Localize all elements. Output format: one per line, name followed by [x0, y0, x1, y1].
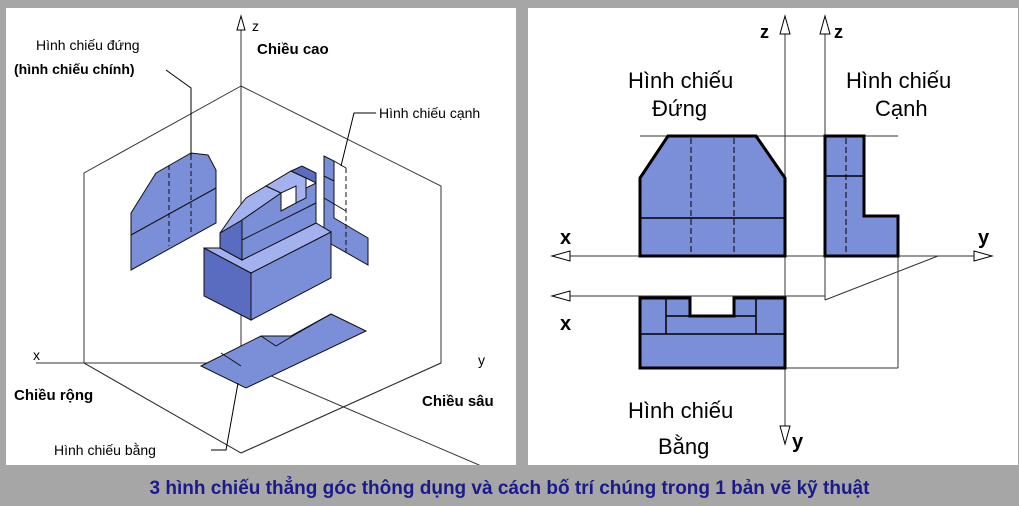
x-arrow-icon — [550, 250, 571, 262]
z-arrow-icon — [236, 14, 246, 31]
right-axis-z-label-2: z — [834, 22, 843, 42]
object-3d — [203, 165, 333, 321]
front-view-label: Hình chiếu đứng — [36, 37, 140, 53]
left-axis-z-label: z — [252, 18, 259, 34]
front-view-title-line1: Hình chiếu — [628, 68, 733, 93]
y-arrow-icon — [973, 250, 994, 262]
y-arrow-icon — [779, 425, 791, 446]
top-view-projection — [199, 313, 368, 389]
z-arrow-icon — [779, 14, 791, 35]
top-view-label: Hình chiếu bằng — [54, 442, 156, 458]
orthographic-layout-panel: z z Hình chiếu Đứng Hình chiếu Cạnh x x … — [528, 8, 1018, 465]
side-view — [823, 134, 900, 258]
side-view-label: Hình chiếu cạnh — [379, 105, 480, 121]
right-axis-x-label-1: x — [560, 227, 571, 249]
top-view — [638, 296, 787, 370]
isometric-diagram-panel: z Chiều cao Hình chiếu đứng (hình chiếu … — [6, 8, 516, 465]
height-label: Chiều cao — [257, 41, 329, 58]
front-view-projection — [130, 152, 217, 271]
top-view-title-line2: Bằng — [658, 434, 709, 459]
depth-label: Chiều sâu — [422, 393, 494, 410]
z-arrow-icon — [819, 14, 831, 35]
side-view-title-line1: Hình chiếu — [846, 68, 951, 93]
right-axis-y-label-1: y — [978, 227, 990, 249]
side-view-title-line2: Cạnh — [875, 96, 928, 121]
isometric-diagram: z Chiều cao Hình chiếu đứng (hình chiếu … — [14, 14, 494, 465]
left-axis-x-label: x — [33, 347, 40, 363]
left-axis-y-label: y — [478, 352, 485, 368]
leader-lines — [165, 69, 376, 451]
figure-caption: 3 hình chiếu thẳng góc thông dụng và các… — [149, 478, 870, 499]
right-axis-y-label-2: y — [792, 431, 804, 453]
width-label: Chiều rộng — [14, 387, 93, 404]
right-axis-z-label-1: z — [760, 22, 769, 42]
x-arrow-icon — [550, 290, 571, 302]
top-view-title-line1: Hình chiếu — [628, 398, 733, 423]
front-view-title-line2: Đứng — [652, 96, 707, 121]
right-axis-x-label-2: x — [560, 313, 571, 335]
axis-arrows — [550, 14, 994, 446]
orthographic-layout: z z Hình chiếu Đứng Hình chiếu Cạnh x x … — [550, 14, 994, 459]
front-view — [638, 134, 787, 258]
front-view-note: (hình chiếu chính) — [14, 61, 135, 77]
